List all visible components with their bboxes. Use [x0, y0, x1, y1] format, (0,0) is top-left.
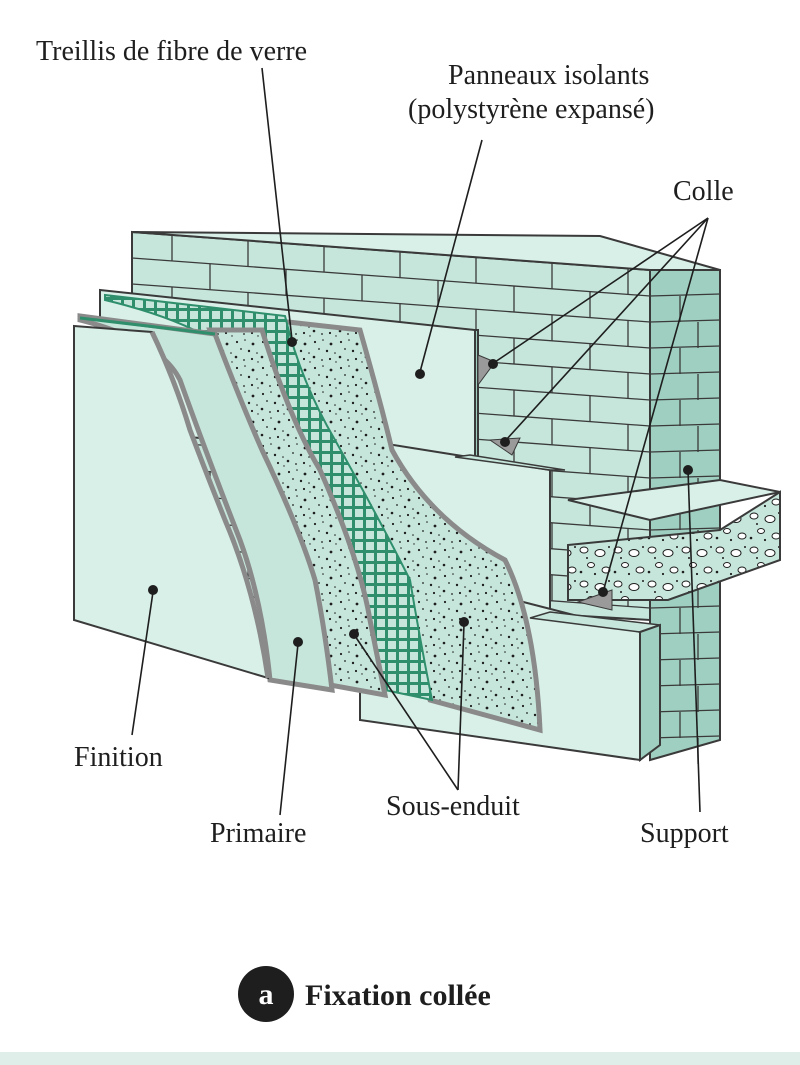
- side-brick-course: [649, 709, 721, 713]
- labels: Treillis de fibre de verre Panneaux isol…: [36, 36, 734, 849]
- floor-slab: [567, 478, 781, 601]
- side-brick-course: [649, 319, 721, 323]
- side-brick-course: [649, 735, 721, 739]
- primer-layer: [77, 313, 335, 693]
- label-panels-line1: Panneaux isolants: [448, 60, 649, 91]
- side-brick-course: [649, 423, 721, 427]
- label-finish: Finition: [74, 742, 163, 773]
- side-brick-course: [649, 657, 721, 661]
- panels-dot: [415, 369, 425, 379]
- side-brick-course: [649, 449, 721, 453]
- side-brick-course: [649, 293, 721, 297]
- side-brick-course: [649, 605, 721, 609]
- label-panels-line2: (polystyrène expansé): [408, 94, 654, 125]
- side-brick-course: [649, 475, 721, 479]
- side-brick-course: [649, 527, 721, 531]
- brick-course: [131, 257, 651, 297]
- side-brick-course: [649, 345, 721, 349]
- side-brick-course: [649, 631, 721, 635]
- bottom-band: [0, 1052, 800, 1065]
- side-brick-course: [649, 371, 721, 375]
- label-mesh: Treillis de fibre de verre: [36, 36, 307, 67]
- finish-coat: [73, 324, 271, 680]
- label-glue: Colle: [673, 176, 734, 207]
- side-brick-course: [649, 397, 721, 401]
- caption-title: Fixation collée: [305, 979, 491, 1012]
- leader-lines: [131, 67, 709, 816]
- label-support: Support: [640, 818, 729, 849]
- mesh-dot: [287, 337, 297, 347]
- side-brick-course: [649, 683, 721, 687]
- caption-badge: a: [259, 978, 274, 1011]
- label-base-coat: Sous-enduit: [386, 791, 520, 822]
- label-primer: Primaire: [210, 818, 306, 849]
- caption-badge-circle: [238, 966, 294, 1022]
- caption: a Fixation collée: [238, 966, 491, 1022]
